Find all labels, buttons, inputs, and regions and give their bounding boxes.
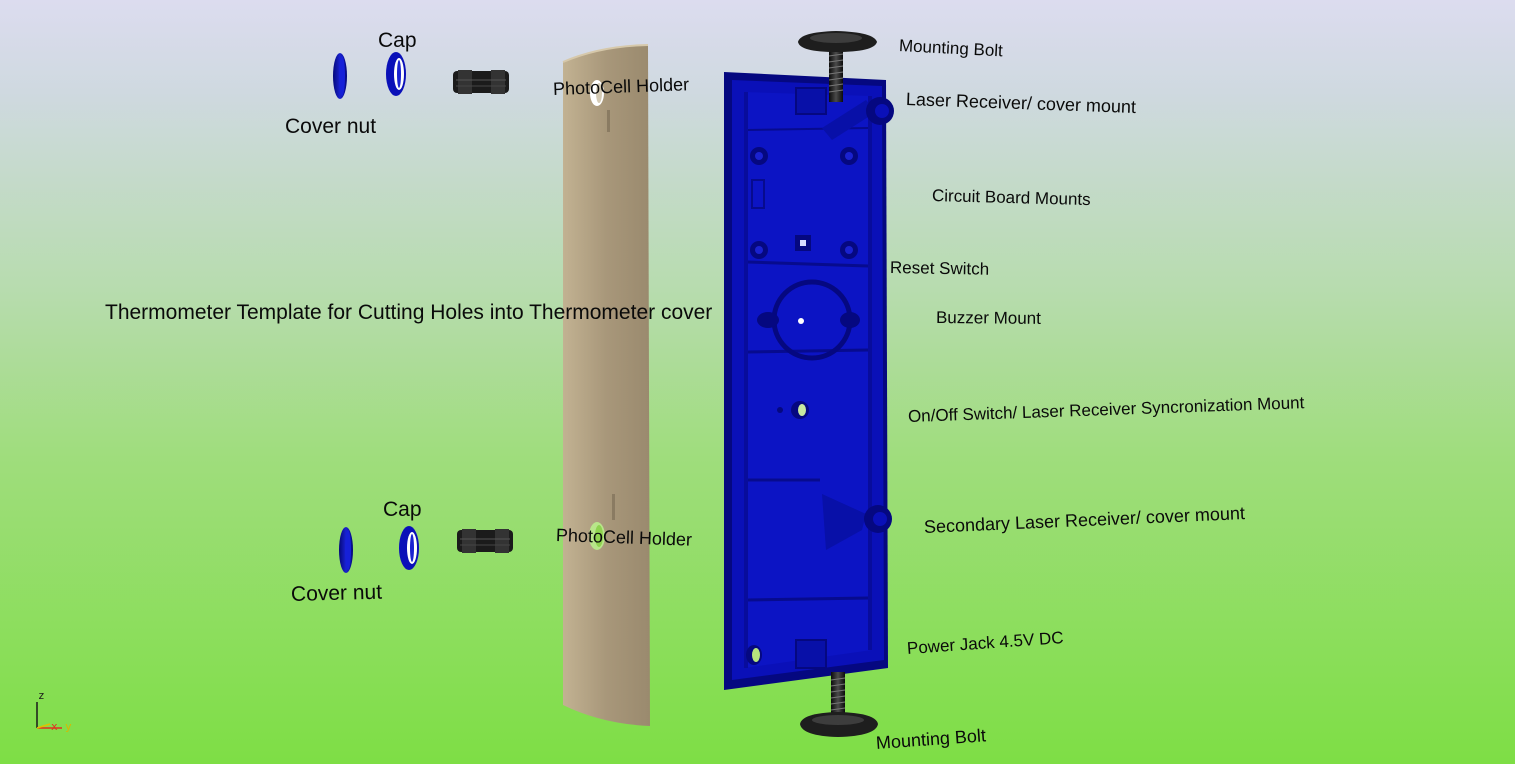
photocell-connector-top bbox=[453, 70, 509, 94]
circuit-board-mounts-label: Circuit Board Mounts bbox=[931, 186, 1091, 210]
cover-nut-top bbox=[333, 53, 347, 99]
photocell-holder-top-label: PhotoCell Holder bbox=[552, 74, 690, 99]
buzzer-mount-label: Buzzer Mount bbox=[935, 308, 1041, 328]
cap-bottom-label: Cap bbox=[383, 498, 422, 521]
template-caption: Thermometer Template for Cutting Holes i… bbox=[105, 301, 713, 324]
axis-triad bbox=[36, 702, 62, 729]
photocell-connector-bottom bbox=[457, 529, 513, 553]
cover-nut-bottom-label: Cover nut bbox=[290, 580, 383, 606]
axis-x-label: x bbox=[51, 720, 58, 733]
axis-z-label: z bbox=[38, 689, 45, 702]
reset-switch-label: Reset Switch bbox=[889, 258, 990, 279]
cap-top bbox=[386, 52, 406, 96]
photocell-holder-bottom-label: PhotoCell Holder bbox=[555, 525, 693, 550]
mounting-bolt-bottom bbox=[800, 672, 878, 737]
cap-top-label: Cap bbox=[378, 29, 417, 52]
cover-nut-bottom bbox=[339, 527, 353, 573]
cover-nut-top-label: Cover nut bbox=[285, 115, 377, 138]
thermometer-template-strip bbox=[562, 44, 650, 726]
axis-y-label: y bbox=[65, 720, 72, 733]
housing-body bbox=[724, 72, 894, 690]
cap-bottom bbox=[399, 526, 419, 570]
mounting-bolt-top bbox=[798, 31, 877, 102]
